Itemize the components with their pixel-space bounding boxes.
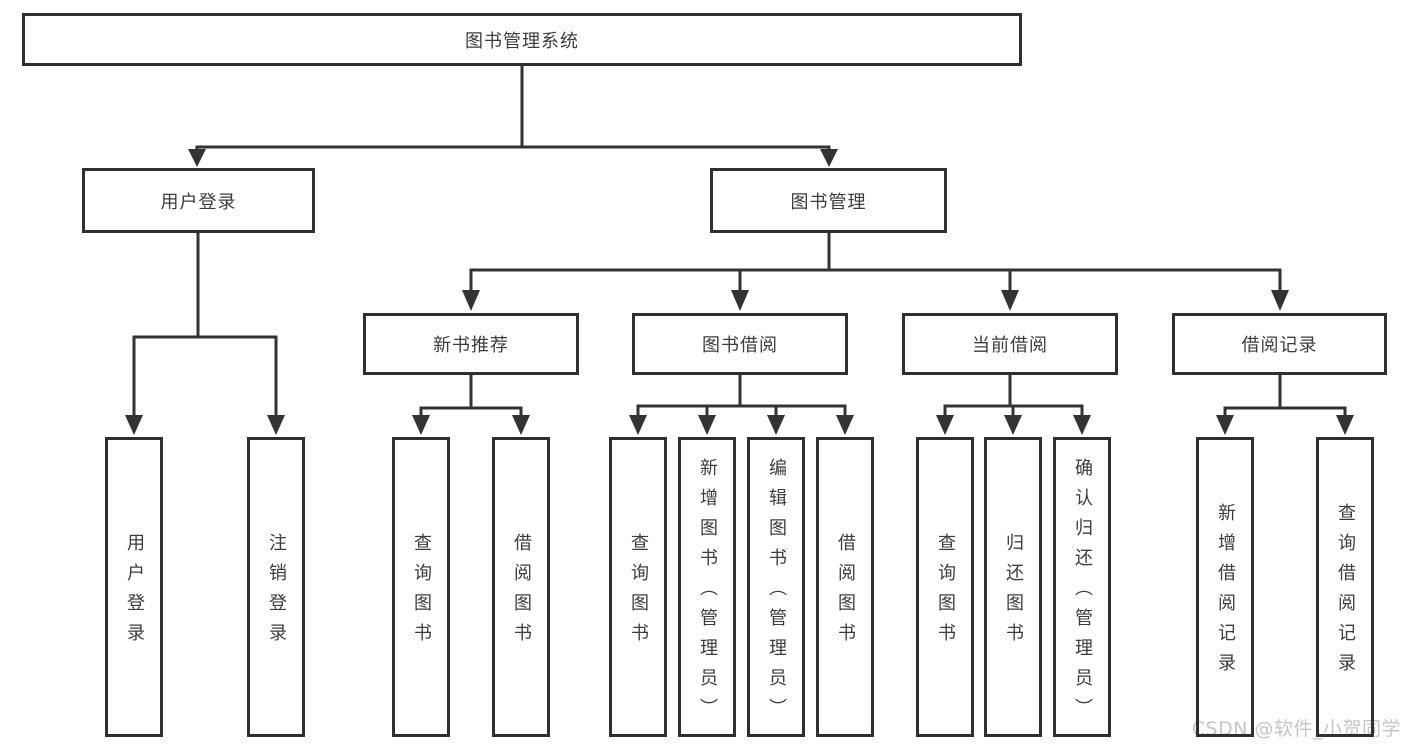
connector-borrow-records-to-children bbox=[1216, 375, 1354, 435]
connector-user-login-to-children bbox=[125, 233, 285, 435]
node-new-book-recommend: 新书推荐 bbox=[363, 313, 579, 375]
node-label: 图书借阅 bbox=[702, 335, 778, 356]
node-user-login: 用户登录 bbox=[82, 168, 315, 233]
node-label: 新书推荐 bbox=[433, 335, 509, 356]
node-root: 图书管理系统 bbox=[22, 13, 1022, 66]
node-logout: 注销登录 bbox=[247, 437, 305, 737]
node-label: 确认归还（管理员） bbox=[1072, 458, 1093, 728]
node-label: 借阅图书 bbox=[511, 533, 532, 653]
node-bb-query-books: 查询图书 bbox=[609, 437, 667, 737]
node-label: 查询借阅记录 bbox=[1335, 503, 1356, 683]
connector-book-borrow-to-children bbox=[629, 375, 854, 435]
connector-root-to-level2 bbox=[188, 66, 838, 167]
node-bb-edit-books-admin: 编辑图书（管理员） bbox=[747, 437, 805, 737]
node-label: 查询图书 bbox=[411, 533, 432, 653]
node-current-borrow: 当前借阅 bbox=[902, 313, 1118, 375]
node-label: 归还图书 bbox=[1003, 533, 1024, 653]
node-br-query-record: 查询借阅记录 bbox=[1316, 437, 1374, 737]
node-label: 借阅图书 bbox=[835, 533, 856, 653]
node-bb-add-books-admin: 新增图书（管理员） bbox=[678, 437, 736, 737]
node-label: 用户登录 bbox=[124, 533, 145, 653]
node-br-add-record: 新增借阅记录 bbox=[1196, 437, 1254, 737]
node-label: 借阅记录 bbox=[1241, 335, 1318, 356]
node-cb-query-books: 查询图书 bbox=[916, 437, 974, 737]
node-book-borrow: 图书借阅 bbox=[632, 313, 848, 375]
node-label: 查询图书 bbox=[935, 533, 956, 653]
node-label: 编辑图书（管理员） bbox=[766, 458, 787, 728]
csdn-watermark: CSDN @软件_小贺同学 bbox=[1191, 718, 1401, 740]
node-label: 新增借阅记录 bbox=[1215, 503, 1236, 683]
node-label: 查询图书 bbox=[628, 533, 649, 653]
node-label: 注销登录 bbox=[266, 533, 287, 653]
node-login: 用户登录 bbox=[105, 437, 163, 737]
node-rec-query-books: 查询图书 bbox=[392, 437, 450, 737]
node-label: 图书管理 bbox=[790, 191, 867, 213]
node-rec-borrow-books: 借阅图书 bbox=[492, 437, 550, 737]
connector-new-book-rec-to-children bbox=[412, 375, 530, 435]
node-cb-confirm-return-admin: 确认归还（管理员） bbox=[1053, 437, 1111, 737]
node-borrow-records: 借阅记录 bbox=[1172, 313, 1387, 375]
node-cb-return-books: 归还图书 bbox=[984, 437, 1042, 737]
node-label: 新增图书（管理员） bbox=[697, 458, 718, 728]
node-label: 用户登录 bbox=[160, 191, 237, 213]
node-book-management: 图书管理 bbox=[710, 168, 947, 233]
connector-current-borrow-to-children bbox=[936, 375, 1091, 435]
node-label: 当前借阅 bbox=[972, 335, 1048, 356]
node-label: 图书管理系统 bbox=[465, 30, 579, 52]
node-bb-borrow-books: 借阅图书 bbox=[816, 437, 874, 737]
connector-book-mgmt-to-level3 bbox=[462, 233, 1289, 311]
